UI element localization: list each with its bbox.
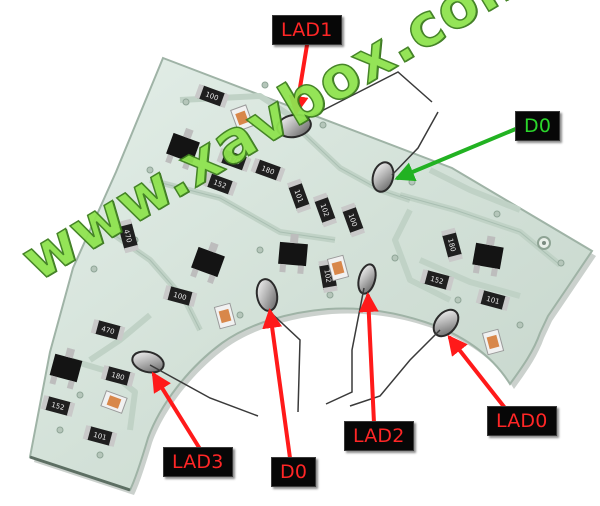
callout-d0-top: D0 [515, 111, 561, 141]
resistor-marking: 101 [92, 431, 107, 442]
resistor-marking: 152 [429, 275, 444, 286]
callout-arrows [151, 43, 520, 460]
resistor-marking: 470 [100, 325, 115, 336]
callout-lad2: LAD2 [344, 421, 414, 451]
resistor-marking: 180 [110, 371, 125, 382]
callout-lad0: LAD0 [487, 406, 557, 436]
arrow-lad3 [151, 371, 202, 451]
pad-lad3 [131, 350, 165, 374]
board-edge [29, 455, 131, 492]
solder-pads [131, 113, 460, 374]
pad-d0-top [371, 161, 395, 193]
callout-lad1: LAD1 [272, 15, 342, 45]
resistor-marking: 180 [446, 238, 457, 253]
resistor-marking: 102 [322, 269, 332, 284]
arrow-d0-bottom [262, 308, 292, 460]
resistor-marking: 100 [172, 291, 187, 302]
resistor-marking: 101 [485, 295, 500, 306]
arrow-d0-top [394, 126, 520, 182]
callout-lad3: LAD3 [163, 447, 233, 477]
arrow-lad1 [288, 43, 309, 116]
arrow-lad0 [447, 334, 507, 410]
resistor-marking: 152 [50, 401, 65, 412]
smd-resistors [40, 83, 511, 447]
mounting-hole-inner [542, 241, 546, 245]
callout-d0-bottom: D0 [271, 457, 317, 487]
smd-leds [100, 104, 505, 414]
resistor-marking: 470 [122, 229, 133, 244]
smd-transistors [49, 127, 504, 390]
arrow-lad2 [358, 292, 379, 425]
